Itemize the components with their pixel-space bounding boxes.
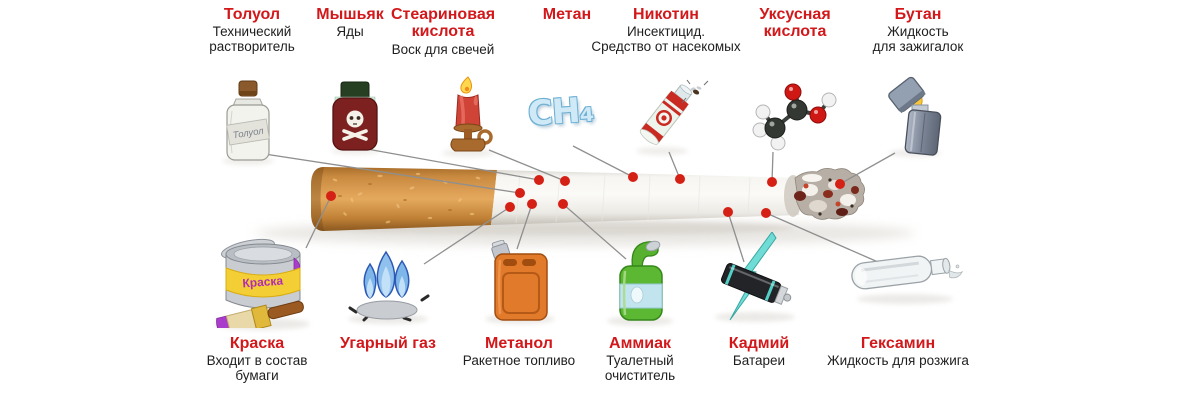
substance-label-ammonia: Аммиак Туалетный очиститель: [580, 335, 700, 383]
glass-ampoule-icon: [851, 255, 964, 290]
battery-lightning-icon: [720, 232, 792, 321]
paint-can-label: Краска: [242, 274, 284, 291]
fly-icon: [681, 79, 709, 104]
substance-label-butane: Бутан Жидкость для зажигалок: [858, 6, 978, 54]
toluene-bottle-icon: Толуол: [226, 80, 270, 161]
ch4-formula-icon: CH₄: [526, 89, 595, 135]
substance-label-methane: Метан: [517, 6, 617, 24]
substance-name: Угарный газ: [340, 335, 436, 352]
substance-desc: Ракетное топливо: [462, 353, 576, 369]
substance-name: Кадмий: [728, 335, 790, 352]
substance-name: Краска: [229, 335, 285, 352]
substance-desc: Жидкость для розжига: [827, 353, 969, 369]
substance-desc: Инсектицид. Средство от насекомых: [591, 24, 741, 55]
substance-desc: Батареи: [732, 353, 786, 369]
fuel-canister-icon: [491, 240, 548, 321]
toilet-cleaner-bottle-icon: [619, 240, 663, 321]
petrol-lighter-icon: [888, 76, 942, 156]
substance-label-carbon-monoxide: Угарный газ: [323, 335, 453, 353]
connector-lines: [257, 145, 896, 265]
marker-dots: [326, 172, 845, 218]
substance-desc: Жидкость для зажигалок: [872, 24, 964, 55]
substance-name: Толуол: [223, 6, 281, 23]
substance-label-arsenic: Мышьяк Яды: [295, 6, 405, 39]
substance-label-paint: Краска Входит в состав бумаги: [192, 335, 322, 383]
substance-name: Аммиак: [609, 335, 671, 352]
substance-label-nicotine: Никотин Инсектицид. Средство от насекомы…: [590, 6, 742, 54]
acetic-acid-molecule-icon: [752, 83, 837, 151]
substance-label-stearic-acid: Стеариновая кислота Воск для свечей: [381, 6, 505, 57]
red-candle-icon: [450, 76, 493, 152]
substance-desc: Входит в состав бумаги: [206, 353, 308, 384]
substance-label-acetic-acid: Уксусная кислота: [740, 6, 850, 42]
substance-desc: Технический растворитель: [209, 24, 295, 55]
substance-label-cadmium: Кадмий Батареи: [704, 335, 814, 368]
substance-name: Бутан: [894, 6, 942, 23]
substance-desc: Яды: [336, 24, 364, 40]
substance-name: Метанол: [485, 335, 553, 352]
substance-name: Гексамин: [860, 335, 936, 352]
cigarette-filter: [311, 167, 497, 231]
substance-name: Мышьяк: [316, 6, 384, 23]
poison-jar-icon: [332, 81, 378, 151]
substance-label-hexamine: Гексамин Жидкость для розжига: [818, 335, 978, 368]
insecticide-spray-icon: [639, 79, 709, 145]
cigarette-ash: [784, 168, 865, 220]
substance-name: Метан: [542, 6, 592, 23]
blue-flame-icon: [348, 250, 430, 322]
substance-name: Никотин: [633, 6, 699, 23]
substance-label-toluene: Толуол Технический растворитель: [196, 6, 308, 54]
substance-label-methanol: Метанол Ракетное топливо: [449, 335, 589, 368]
toluene-bottle-label: Толуол: [232, 126, 265, 142]
paint-can-icon: Краска: [216, 238, 304, 328]
substance-desc: Туалетный очиститель: [604, 353, 676, 384]
substance-desc: Воск для свечей: [391, 41, 495, 57]
substance-name: Уксусная кислота: [759, 6, 831, 41]
substance-name: Стеариновая кислота: [390, 6, 496, 41]
